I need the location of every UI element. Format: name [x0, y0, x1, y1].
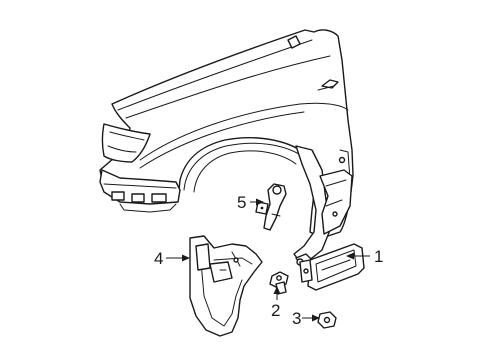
callout-label-4: 4 — [154, 249, 163, 268]
fender-liner-bracket — [293, 145, 353, 267]
callout-label-3: 3 — [292, 309, 301, 328]
callout-label-1: 1 — [374, 247, 383, 266]
fender-panel — [99, 29, 354, 239]
callout-1: 1 — [346, 247, 383, 266]
callout-5: 5 — [237, 193, 264, 212]
part-4-splash-shield — [189, 235, 263, 337]
callout-label-2: 2 — [271, 301, 280, 320]
callout-2: 2 — [271, 286, 281, 320]
part-3-retainer — [317, 311, 337, 329]
callout-4: 4 — [154, 249, 190, 268]
callout-3: 3 — [292, 309, 320, 328]
part-5-bracket — [255, 183, 287, 231]
callout-label-5: 5 — [237, 193, 246, 212]
